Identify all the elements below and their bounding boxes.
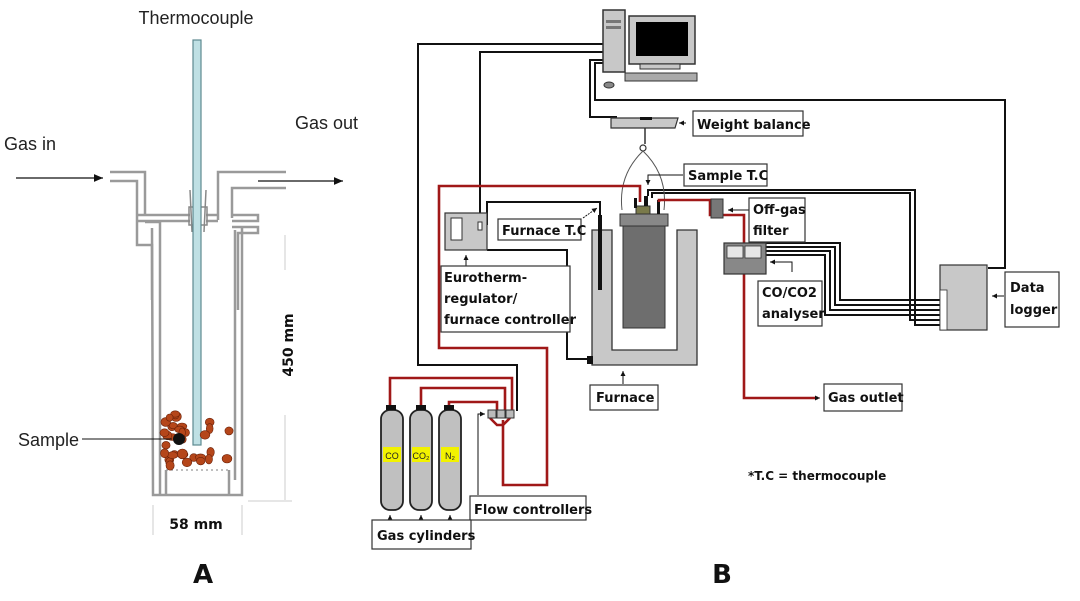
- sample-particle: [160, 448, 169, 459]
- dimension-lines: [152, 235, 292, 535]
- height-dimension-label: 450 mm: [281, 313, 297, 376]
- eurotherm-label-line2: regulator/: [444, 292, 518, 307]
- gas-out-label: Gas out: [295, 113, 358, 133]
- cylinder-co: CO: [380, 405, 404, 511]
- weight-balance: [610, 117, 679, 211]
- eurotherm-label-line1: Eurotherm-: [444, 271, 527, 286]
- computer: [602, 9, 698, 89]
- reactor-tube: [145, 220, 244, 497]
- cylinder-n2: N₂: [438, 405, 462, 511]
- off-gas-filter-label-line2: filter: [753, 224, 789, 239]
- sample-particle: [224, 426, 234, 436]
- off-gas-filter: [710, 198, 724, 219]
- analyser-label-line2: analyser: [762, 307, 825, 322]
- keyboard: [624, 72, 698, 82]
- furnace-tc-label: Furnace T.C: [502, 224, 586, 239]
- data-logger: [939, 264, 988, 331]
- thermocouple-rod: [192, 39, 202, 446]
- gas-cylinders-label: Gas cylinders: [377, 529, 476, 544]
- sample-particle: [161, 441, 171, 450]
- gas-in-label: Gas in: [4, 134, 56, 154]
- furnace: [587, 229, 698, 366]
- eurotherm-box: [440, 265, 571, 333]
- data-logger-box: [1004, 271, 1060, 328]
- cylinder-co2-label: CO₂: [413, 451, 431, 461]
- flow-controllers-box: [469, 495, 587, 521]
- reaction-chamber: [619, 196, 669, 329]
- furnace-label: Furnace: [596, 391, 655, 406]
- gas-outlet-box: [823, 383, 903, 412]
- sample-point: [173, 433, 185, 445]
- eurotherm-label-line3: furnace controller: [444, 313, 577, 328]
- off-gas-filter-label-line1: Off-gas: [753, 203, 806, 218]
- eurotherm-controller: [444, 212, 488, 251]
- sample-particle: [176, 448, 188, 460]
- width-dimension-label: 58 mm: [169, 517, 223, 533]
- mouse: [603, 81, 615, 89]
- flow-controllers-label: Flow controllers: [474, 503, 592, 518]
- co-co2-analyser: [723, 242, 767, 275]
- signal-wires: [417, 43, 1006, 411]
- pc-tower: [602, 9, 626, 73]
- thermocouple-label: Thermocouple: [138, 8, 253, 28]
- panel-a-label: A: [193, 560, 213, 590]
- sample-label: Sample: [18, 430, 79, 450]
- sample-particle: [165, 413, 174, 422]
- panel-b-label: B: [712, 560, 732, 590]
- sample-particle: [159, 428, 170, 437]
- data-logger-label-line2: logger: [1010, 303, 1058, 318]
- off-gas-filter-box: [748, 197, 806, 243]
- cylinder-co-label: CO: [385, 451, 399, 461]
- sample-particle: [196, 457, 206, 466]
- weight-balance-box: [692, 110, 804, 137]
- gas-cylinders-box: [371, 519, 472, 550]
- sample-particle: [204, 454, 213, 465]
- sample-tc-label: Sample T.C: [688, 169, 768, 184]
- analyser-box: [757, 280, 823, 327]
- gas-outlet-pipe: [216, 170, 286, 220]
- furnace-tc-box: [497, 218, 582, 241]
- sample-particle: [221, 454, 233, 464]
- sample-particle: [199, 430, 211, 440]
- weight-balance-label: Weight balance: [697, 118, 811, 133]
- footnote: *T.C = thermocouple: [748, 469, 886, 483]
- cylinder-co2: CO₂: [409, 405, 433, 511]
- sample-tc-box: [683, 163, 768, 187]
- sample-particles: [159, 410, 234, 471]
- sample-particle: [181, 457, 193, 468]
- furnace-box: [589, 384, 659, 411]
- sample-particle: [165, 460, 175, 471]
- cylinder-n2-label: N₂: [445, 451, 455, 461]
- panel-a: Thermocouple Gas in Gas out: [4, 8, 358, 590]
- monitor-screen: [636, 22, 688, 56]
- gas-outlet-label: Gas outlet: [828, 391, 904, 406]
- data-logger-label-line1: Data: [1010, 281, 1045, 296]
- flow-controllers: [487, 409, 515, 419]
- gas-inlet-pipe: [110, 170, 154, 300]
- panel-b: Weight balance Sample T.C Furnace T.C: [371, 9, 1060, 590]
- analyser-label-line1: CO/CO2: [762, 286, 817, 301]
- gas-lines: [388, 184, 818, 487]
